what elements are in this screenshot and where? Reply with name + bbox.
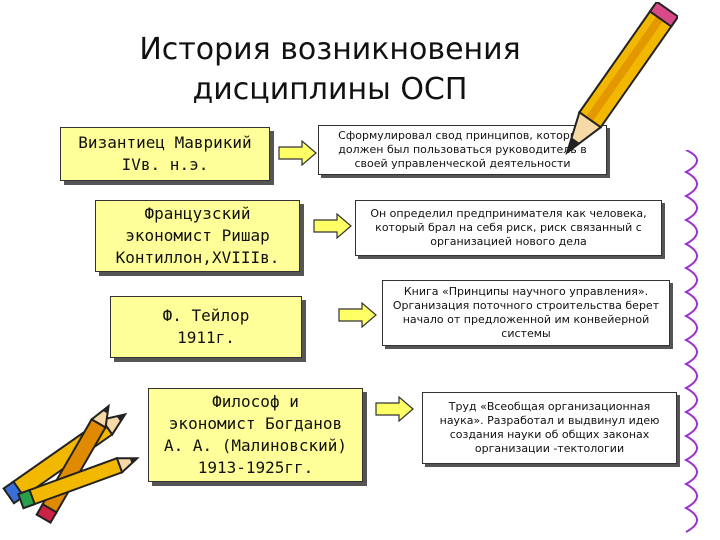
page-title: История возникновения дисциплины ОСП	[110, 30, 550, 110]
left-box-2-line-3: Контиллон,XVIIIв.	[115, 248, 280, 267]
left-box-4: Философ и экономист Богданов А. А. (Мали…	[148, 388, 363, 482]
left-box-1-line-1: Византиец Маврикий	[78, 133, 252, 152]
right-box-3: Книга «Принципы научного управления». Ор…	[382, 280, 670, 346]
title-line-1: История возникновения	[139, 32, 521, 67]
pencils-icon	[2, 403, 140, 525]
left-box-4-line-1: Философ и	[212, 392, 299, 411]
right-box-4-text: Труд «Всеобщая организационная наука». Р…	[439, 400, 660, 455]
right-box-2-text: Он определил предпринимателя как человек…	[370, 207, 647, 248]
arrow-icon	[313, 213, 352, 239]
left-box-2-line-2: экономист Ришар	[125, 226, 270, 245]
left-box-3-line-2: 1911г.	[177, 328, 235, 347]
right-box-4: Труд «Всеобщая организационная наука». Р…	[422, 392, 677, 464]
arrow-icon	[375, 396, 414, 422]
left-box-1-line-2: IVв. н.э.	[121, 155, 209, 174]
left-box-3-line-1: Ф. Тейлор	[162, 306, 250, 325]
arrow-icon	[278, 140, 317, 166]
right-box-1: Сформулировал свод принципов, которым до…	[318, 125, 607, 175]
left-box-2-line-1: Французский	[144, 204, 251, 223]
right-box-3-text: Книга «Принципы научного управления». Ор…	[392, 285, 660, 340]
spiral-margin-icon	[683, 150, 698, 533]
left-box-1: Византиец Маврикий IVв. н.э.	[60, 127, 270, 181]
pencil-icon	[565, 2, 678, 156]
left-box-4-line-2: экономист Богданов	[168, 414, 343, 433]
left-box-2: Французский экономист Ришар Контиллон,XV…	[95, 200, 300, 272]
right-box-1-text: Сформулировал свод принципов, которым до…	[338, 129, 587, 170]
left-box-3: Ф. Тейлор 1911г.	[110, 296, 302, 358]
left-box-4-line-4: 1913-1925гг.	[197, 458, 314, 477]
title-line-2: дисциплины ОСП	[192, 72, 468, 107]
right-box-2: Он определил предпринимателя как человек…	[355, 200, 662, 256]
left-box-4-line-3: А. А. (Малиновский)	[163, 436, 348, 455]
arrow-icon	[338, 302, 377, 328]
